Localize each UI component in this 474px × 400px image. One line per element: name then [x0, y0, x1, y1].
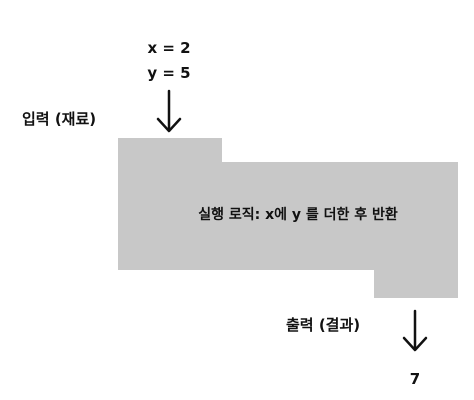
machine-body	[118, 138, 458, 298]
output-arrow-icon	[402, 309, 428, 352]
input-label: 입력 (재료)	[22, 110, 97, 128]
input-arrow-icon	[156, 89, 182, 133]
output-label: 출력 (결과)	[286, 316, 361, 334]
output-value: 7	[409, 370, 421, 388]
input-value-y: y = 5	[147, 64, 191, 82]
input-value-x: x = 2	[147, 39, 191, 57]
execution-logic-text: 실행 로직: x에 y 를 더한 후 반환	[198, 207, 398, 223]
